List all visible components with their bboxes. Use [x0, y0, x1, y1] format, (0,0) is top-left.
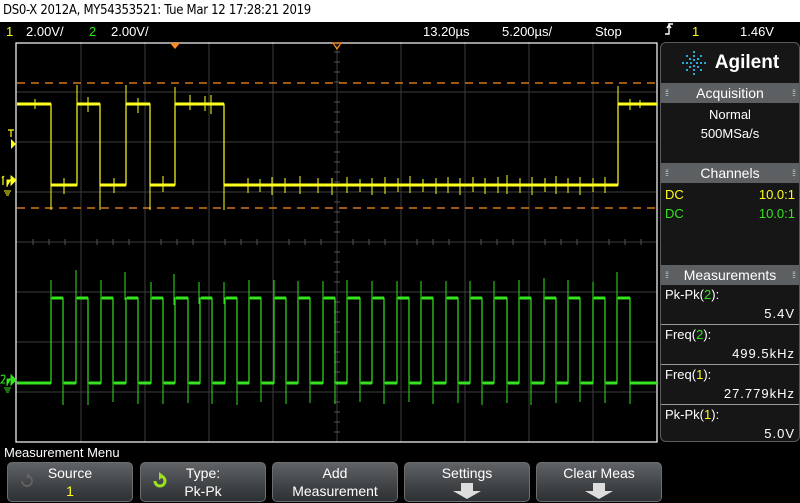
drag-grip-icon[interactable]: ⁞⁞ [665, 168, 669, 178]
acquisition-header[interactable]: ⁞⁞ Acquisition ⁞⁞ [661, 83, 799, 103]
trigger-position-marker [170, 43, 180, 49]
ch1-coupling: DC [665, 187, 684, 202]
softkey-label: Settings [441, 465, 493, 481]
graticule [15, 42, 658, 443]
measurement-name: Freq [665, 327, 692, 342]
acquisition-info: Normal 500MSa/s [661, 103, 799, 163]
measurement-name: Pk-Pk [665, 287, 700, 302]
measurements-header[interactable]: ⁞⁞ Measurements ⁞⁞ [661, 265, 799, 285]
measurement-item: Freq(2): 499.5kHz [661, 325, 799, 365]
ch1-scale[interactable]: 2.00V/ [26, 24, 64, 39]
settings-softkey[interactable]: Settings [404, 462, 530, 502]
measurement-item: Pk-Pk(2): 5.4V [661, 285, 799, 325]
drag-grip-icon[interactable]: ⁞⁞ [791, 270, 796, 280]
trigger-level-arrow [11, 139, 16, 149]
measurement-channel: 2 [704, 287, 712, 302]
window-title: DS0-X 2012A, MY54353521: Tue Mar 12 17:2… [0, 0, 800, 22]
softkey-label: Clear Meas [563, 465, 635, 481]
measurement-item: Pk-Pk(1): 5.0V [665, 407, 795, 441]
arrow-down-icon [453, 483, 481, 499]
trigger-level[interactable]: 1.46V [740, 24, 774, 39]
measurement-value: 27.779kHz [723, 386, 795, 401]
drag-grip-icon[interactable]: ⁞⁞ [791, 168, 796, 178]
measurement-name: Pk-Pk [665, 407, 700, 422]
ch1-ground-marker [4, 174, 17, 196]
channels-header[interactable]: ⁞⁞ Channels ⁞⁞ [661, 163, 799, 183]
drag-grip-icon[interactable]: ⁞⁞ [791, 88, 796, 98]
channel-2-row: DC 10.0:1 [661, 204, 799, 223]
ch2-ground-label [0, 374, 6, 384]
trigger-source[interactable]: 1 [692, 24, 700, 39]
measurement-value: 499.5kHz [732, 346, 795, 361]
trigger-level-marker [8, 129, 14, 137]
time-reference-marker [331, 42, 343, 51]
measurement-channel: 1 [704, 407, 712, 422]
ch2-waveform [17, 270, 657, 405]
ch2-scale[interactable]: 2.00V/ [111, 24, 149, 39]
ch1-ground-label [1, 175, 5, 185]
softkey-value: Pk-Pk [184, 483, 222, 499]
acquisition-mode: Normal [709, 107, 751, 122]
channels-title: Channels [700, 165, 760, 181]
channel-1-row: DC 10.0:1 [661, 185, 799, 204]
clear-meas-softkey[interactable]: Clear Meas [536, 462, 662, 502]
channels-info: DC 10.0:1 DC 10.0:1 [661, 183, 799, 265]
rotate-knob-icon [153, 472, 167, 488]
waveform-display[interactable] [0, 42, 660, 444]
source-softkey[interactable]: Source 1 [7, 462, 133, 502]
sample-rate: 500MSa/s [700, 126, 760, 141]
time-scale[interactable]: 5.200µs/ [502, 24, 553, 39]
ch2-label[interactable]: 2 [89, 24, 97, 39]
arrow-down-icon [585, 483, 613, 499]
measurements-title: Measurements [683, 267, 777, 283]
rotate-knob-icon [21, 473, 33, 487]
add-measurement-softkey[interactable]: Add Measurement [272, 462, 398, 502]
time-delay[interactable]: 13.20µs [423, 24, 470, 39]
agilent-spark-icon [681, 51, 706, 75]
softkey-label: Source [47, 465, 93, 481]
channel-markers [0, 129, 17, 393]
ch1-probe: 10.0:1 [758, 187, 795, 202]
status-bar: 1 2.00V/ 2 2.00V/ 13.20µs 5.200µs/ Stop … [0, 22, 800, 42]
info-sidebar: Agilent ⁞⁞ Acquisition ⁞⁞ Normal 500MSa/… [660, 42, 800, 442]
ch1-label[interactable]: 1 [6, 24, 14, 39]
drag-grip-icon[interactable]: ⁞⁞ [665, 270, 669, 280]
type-softkey[interactable]: Type: Pk-Pk [140, 462, 266, 502]
measurement-value: 5.4V [764, 306, 795, 321]
measurement-value: 5.0V [764, 426, 795, 441]
measurement-item: Freq(1): 27.779kHz [661, 365, 799, 405]
measurements-list: Pk-Pk(2): 5.4V Freq(2): 499.5kHz Freq(1)… [661, 285, 799, 445]
menu-title: Measurement Menu [4, 445, 120, 460]
softkey-label: Type: [185, 465, 221, 481]
measurement-channel: 2 [696, 327, 704, 342]
ch2-coupling: DC [665, 206, 684, 221]
brand-name: Agilent [714, 52, 780, 73]
ch1-waveform [17, 85, 657, 210]
measurement-channel: 1 [696, 367, 704, 382]
softkey-label: Add [322, 465, 348, 481]
brand-logo: Agilent [661, 43, 799, 83]
drag-grip-icon[interactable]: ⁞⁞ [665, 88, 669, 98]
softkey-value: 1 [66, 483, 74, 499]
run-state[interactable]: Stop [595, 24, 622, 39]
softkey-label: Measurement [292, 483, 378, 499]
ch2-ground-marker [4, 373, 17, 393]
measurement-name: Freq [665, 367, 692, 382]
rising-edge-icon [664, 22, 674, 42]
acquisition-title: Acquisition [696, 85, 764, 101]
ch2-probe: 10.0:1 [758, 206, 795, 221]
